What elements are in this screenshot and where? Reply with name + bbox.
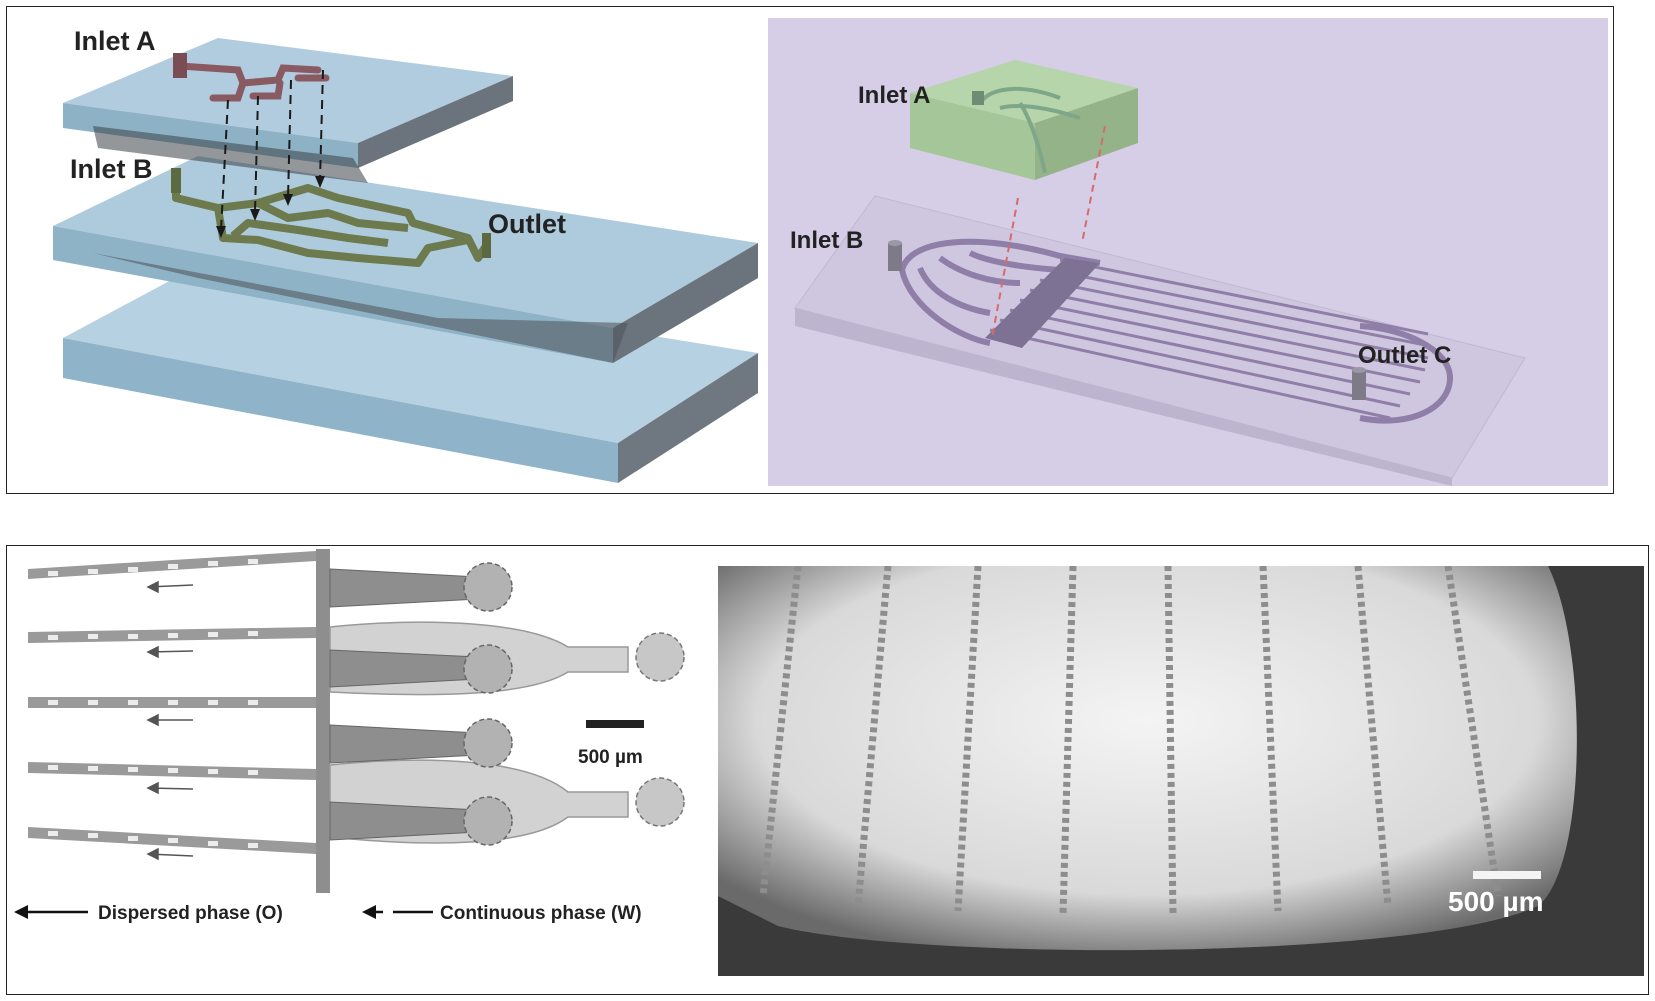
micrograph-scale-label: 500 µm <box>1448 886 1544 917</box>
panel-layered-chip: Inlet A Inlet B Outlet <box>8 8 798 492</box>
micrograph-image <box>718 565 1644 976</box>
label-inlet-b: Inlet B <box>790 227 863 254</box>
label-outlet-c: Outlet C <box>1358 342 1451 369</box>
junction-schematic: 500 µm Dispersed phase (O) Continuous ph… <box>14 549 685 924</box>
panel-3d-chip: Inlet A Inlet B Outlet C <box>760 8 1612 492</box>
layered-chip-diagram: Inlet A Inlet B Outlet <box>53 26 758 483</box>
legend-continuous: Continuous phase (W) <box>440 903 642 924</box>
panel-schematic: 500 µm Dispersed phase (O) Continuous ph… <box>8 547 746 993</box>
panel-micrograph: 500 µm <box>718 565 1644 976</box>
legend-dispersed: Dispersed phase (O) <box>98 903 283 924</box>
scale-bar-label: 500 µm <box>578 747 643 768</box>
label-inlet-b: Inlet B <box>70 154 153 184</box>
label-outlet: Outlet <box>488 209 566 239</box>
bottom-frame <box>6 545 1649 995</box>
label-inlet-a: Inlet A <box>74 26 156 56</box>
3d-chip-diagram: Inlet A Inlet B Outlet C <box>768 18 1608 486</box>
label-inlet-a: Inlet A <box>858 82 930 109</box>
top-frame <box>6 6 1614 494</box>
